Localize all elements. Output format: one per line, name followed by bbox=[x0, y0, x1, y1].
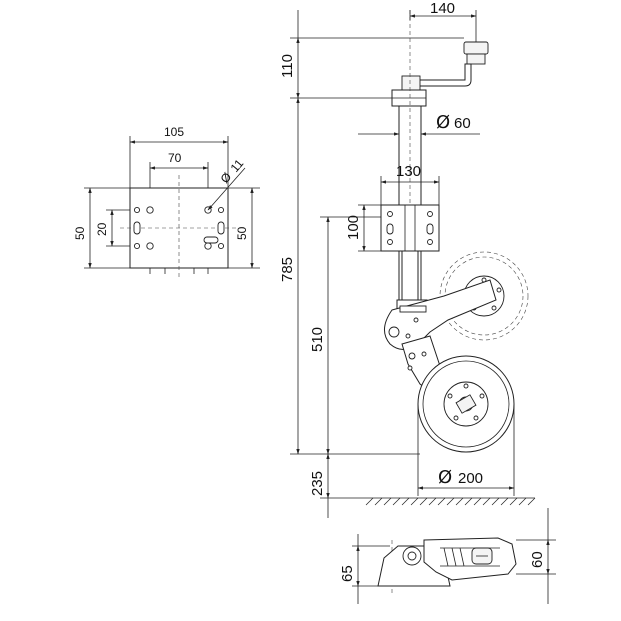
dim-200: 200 bbox=[458, 470, 483, 487]
dim-bottom-60: 60 bbox=[529, 551, 546, 568]
ground-line bbox=[362, 497, 536, 506]
dim-flange-right-50: 50 bbox=[235, 226, 249, 240]
dim-100: 100 bbox=[345, 215, 362, 240]
flange-plate-detail: 105 70 Ø 11 50 20 50 bbox=[73, 125, 260, 280]
dim-60: 60 bbox=[454, 115, 471, 132]
dim-flange-left-50: 50 bbox=[73, 226, 87, 240]
dim-flange-20: 20 bbox=[95, 222, 109, 236]
clamp-plate bbox=[380, 204, 440, 252]
dim-tube-phi-symbol: Ø bbox=[436, 112, 450, 133]
dim-flange-70: 70 bbox=[168, 151, 182, 165]
dim-65: 65 bbox=[339, 565, 356, 582]
dim-235: 235 bbox=[309, 471, 326, 496]
jockey-wheel-plan-view: 65 60 bbox=[339, 508, 556, 604]
dim-510: 510 bbox=[309, 327, 326, 352]
wheel-working-position bbox=[417, 355, 515, 453]
dim-130: 130 bbox=[396, 163, 421, 180]
dim-140: 140 bbox=[430, 0, 455, 17]
dim-flange-105: 105 bbox=[164, 125, 184, 139]
jockey-wheel-side-view: 140 110 785 Ø 60 130 100 510 bbox=[279, 0, 536, 518]
dim-wheel-phi-symbol: Ø bbox=[438, 467, 452, 488]
dim-hole-11: 11 bbox=[228, 156, 247, 175]
dim-785: 785 bbox=[279, 257, 296, 282]
dim-110: 110 bbox=[279, 54, 296, 78]
crank-handle bbox=[401, 41, 489, 91]
